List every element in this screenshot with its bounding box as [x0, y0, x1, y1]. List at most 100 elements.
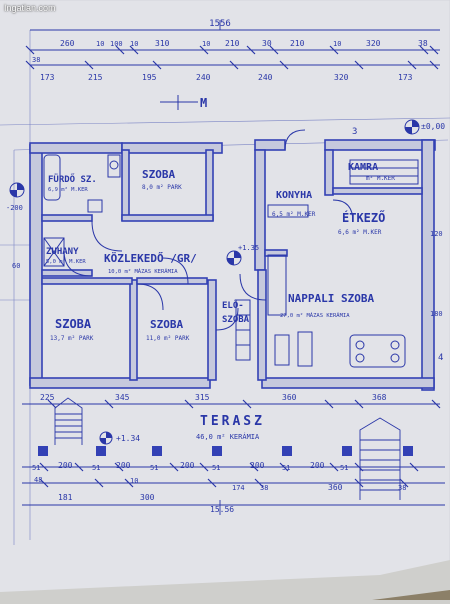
svg-text:10: 10 [130, 40, 138, 48]
svg-text:200: 200 [58, 461, 73, 470]
room-name: SZOBA [222, 315, 250, 325]
total-width-label: 1556 [209, 19, 231, 29]
svg-text:240: 240 [196, 73, 211, 82]
room-detail: m² M.KER [366, 175, 395, 182]
dimension-ticks [25, 45, 441, 488]
level-zero-label: ±0,00 [421, 122, 445, 131]
room-name: ELŐ- [222, 300, 244, 311]
svg-text:51: 51 [212, 464, 220, 472]
svg-text:10: 10 [333, 40, 341, 48]
room-detail: 11,0 m² PARK [146, 335, 190, 342]
walls [29, 139, 436, 391]
svg-text:200: 200 [116, 461, 131, 470]
svg-text:38: 38 [418, 39, 428, 48]
north-label: M [200, 96, 207, 110]
svg-text:180: 180 [430, 310, 443, 318]
room-detail: 27,0 m² MÁZAS KERÁMIA [280, 312, 350, 319]
svg-text:345: 345 [115, 393, 130, 402]
svg-text:200: 200 [180, 461, 195, 470]
dimension-lines [22, 20, 445, 515]
svg-text:200: 200 [310, 461, 325, 470]
svg-text:100: 100 [110, 40, 123, 48]
svg-text:181: 181 [58, 493, 73, 502]
svg-text:38: 38 [260, 484, 268, 492]
svg-text:51: 51 [282, 464, 290, 472]
svg-text:10: 10 [130, 477, 138, 485]
svg-text:3: 3 [352, 127, 357, 137]
table-corner [372, 590, 450, 600]
svg-text:360: 360 [282, 393, 297, 402]
level-m200-label: -200 [6, 204, 23, 212]
svg-text:320: 320 [366, 39, 381, 48]
level-135-label: +1.35 [238, 244, 259, 252]
room-detail: 6,5 m² M.KER [272, 211, 316, 218]
room-name: KONYHA [276, 190, 312, 201]
svg-text:173: 173 [40, 73, 55, 82]
room-name: FÜRDŐ SZ. [48, 174, 97, 185]
svg-text:215: 215 [88, 73, 103, 82]
svg-text:51: 51 [340, 464, 348, 472]
room-name: KAMRA [348, 162, 378, 173]
terrace-piers [38, 446, 413, 456]
svg-text:38: 38 [398, 484, 406, 492]
svg-text:310: 310 [155, 39, 170, 48]
room-name: SZOBA [150, 318, 183, 331]
svg-text:30: 30 [262, 39, 272, 48]
room-detail: 8,0 m² PARK [142, 184, 182, 191]
room-detail: 13,7 m² PARK [50, 335, 94, 342]
svg-text:174: 174 [232, 484, 245, 492]
svg-text:51: 51 [32, 464, 40, 472]
svg-text:10: 10 [96, 40, 104, 48]
svg-text:260: 260 [60, 39, 75, 48]
svg-text:120: 120 [430, 230, 443, 238]
room-detail: 6,6 m² M.KER [338, 229, 382, 236]
level-marker-icon [99, 431, 113, 445]
stairs [54, 397, 401, 500]
room-detail: 5,0 m² M.KER [46, 258, 86, 265]
svg-text:195: 195 [142, 73, 157, 82]
room-name: NAPPALI SZOBA [288, 292, 374, 305]
room-detail: 10,0 m² MÁZAS KERÁMIA [108, 268, 178, 275]
fixtures [43, 154, 419, 368]
svg-text:210: 210 [225, 39, 240, 48]
svg-text:225: 225 [40, 393, 55, 402]
doors [63, 129, 354, 331]
svg-text:173: 173 [398, 73, 413, 82]
dimension-text: 1556 38 260 10 100 10 310 10 210 30 210 … [32, 19, 428, 514]
room-labels: FÜRDŐ SZ. 6,9 m² M.KER SZOBA 8,0 m² PARK… [46, 162, 395, 441]
svg-text:48: 48 [34, 476, 42, 484]
level-text: M ±0,00 +1.34 +1.35 -200 3 4 60 120 180 [6, 96, 445, 443]
svg-text:10: 10 [202, 40, 210, 48]
svg-text:240: 240 [258, 73, 273, 82]
svg-text:300: 300 [140, 493, 155, 502]
svg-text:315: 315 [195, 393, 210, 402]
svg-text:51: 51 [150, 464, 158, 472]
axis-marker-icon [160, 95, 198, 110]
room-detail: 6,9 m² M.KER [48, 186, 88, 193]
svg-text:368: 368 [372, 393, 387, 402]
room-name: SZOBA [142, 168, 175, 181]
svg-text:320: 320 [334, 73, 349, 82]
room-name: KÖZLEKEDŐ /GR/ [104, 251, 197, 265]
level-marker-icon [404, 119, 420, 135]
svg-text:38: 38 [32, 56, 40, 64]
svg-text:360: 360 [328, 483, 343, 492]
room-name: SZOBA [55, 317, 92, 331]
bottom-total-label: 15.56 [210, 505, 234, 514]
terrace-level-label: +1.34 [116, 434, 140, 443]
level-marker-icon [226, 250, 242, 266]
svg-text:60: 60 [12, 262, 20, 270]
room-name: TERASZ [200, 414, 265, 429]
svg-text:4: 4 [438, 353, 443, 363]
room-name: ZUHANY [46, 247, 79, 257]
room-detail: 46,0 m² KERÁMIA [196, 432, 260, 441]
watermark-text: Ingatlan.com [4, 3, 56, 13]
svg-text:200: 200 [250, 461, 265, 470]
svg-text:51: 51 [92, 464, 100, 472]
room-name: ÉTKEZŐ [342, 210, 385, 225]
svg-text:210: 210 [290, 39, 305, 48]
level-marker-icon [9, 182, 25, 198]
